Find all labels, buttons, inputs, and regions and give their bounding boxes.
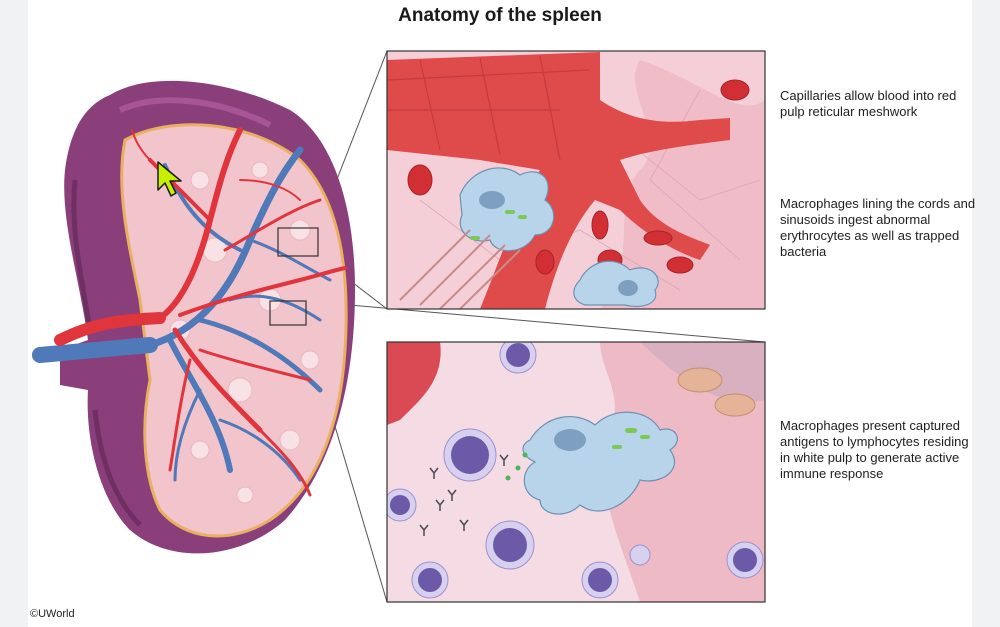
caption-capillaries: Capillaries allow blood into red pulp re…: [780, 88, 957, 119]
white-pulp-highlight-box: [269, 300, 307, 326]
copyright-label: ©UWorld: [30, 608, 75, 620]
macrophage-lower: [573, 260, 659, 308]
red-pulp-inset: [387, 51, 765, 309]
splenic-arteries: [54, 127, 347, 497]
cursor-pointer: [157, 161, 182, 197]
lymphocytes: [387, 342, 764, 599]
white-pulp-nodules: [169, 161, 320, 504]
white-pulp-inset-frame: [386, 341, 766, 603]
caption-macrophages-ingest: Macrophages lining the cords and sinusoi…: [780, 196, 976, 259]
white-pulp-inset: [387, 342, 765, 602]
spleen-organ: [32, 80, 355, 554]
red-pulp-inset-frame: [386, 50, 766, 310]
antibodies: [419, 454, 509, 536]
caption-macrophages-present: Macrophages present captured antigens to…: [780, 418, 969, 481]
figure-title: Anatomy of the spleen: [398, 5, 602, 26]
red-pulp-highlight-box: [277, 227, 319, 257]
